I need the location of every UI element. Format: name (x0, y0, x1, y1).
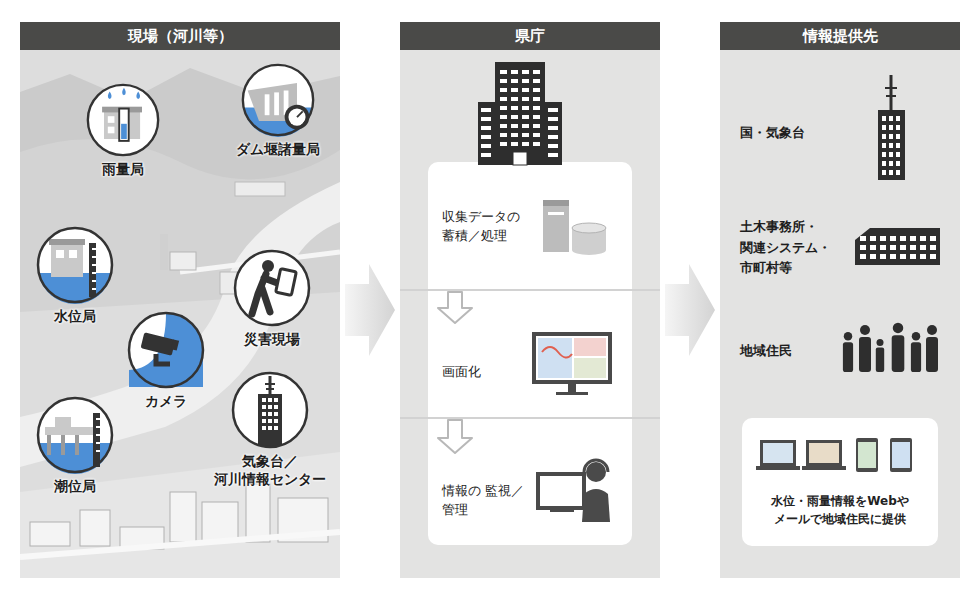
station-icon (240, 62, 316, 138)
process-step: 画面化 (428, 325, 632, 418)
info-box: 水位・雨量情報をWebや メールで地域住民に提供 (742, 418, 938, 546)
station-label: 気象台／ 河川情報センター (205, 452, 335, 488)
station-icon (232, 248, 312, 328)
node-label: 収集データの 蓄積／処理 (442, 207, 542, 246)
recipient-label: 国・気象台 (740, 116, 855, 150)
flow-arrow (665, 264, 715, 356)
recipient-label: 土木事務所・ 関連システム・ 市町村等 (740, 212, 852, 284)
station-icon (126, 310, 206, 390)
station-icon (230, 370, 310, 450)
station-label: 潮位局 (54, 477, 96, 495)
site-panel: 現場（河川等） 雨量局 ダム堰諸量局水位局災害現場カメラ潮位局 気象台／ 河川情報セン… (20, 22, 340, 578)
node-label: 国・気象台 (740, 123, 805, 144)
station-node: 災害現場 (207, 248, 337, 348)
station-label: 雨量局 (102, 160, 144, 178)
device-icons (742, 418, 938, 488)
process-step: 収集データの 蓄積／処理 (428, 162, 632, 290)
node-label: 地域住民 (740, 341, 792, 362)
station-label: カメラ (145, 392, 187, 410)
node-label: 情報の 監視／管理 (442, 481, 542, 520)
station-label: 水位局 (54, 307, 96, 325)
station-node: 雨量局 (58, 82, 188, 178)
node-label: 土木事務所・ 関連システム・ 市町村等 (740, 217, 852, 279)
station-icon (85, 82, 161, 158)
process-step: 情報の 監視／管理 (428, 455, 632, 545)
flow-arrow (345, 264, 395, 356)
station-node: ダム堰諸量局 (213, 62, 343, 158)
panel-illustration (400, 22, 660, 578)
panel-header: 情報提供先 (720, 22, 960, 50)
station-node: 水位局 (10, 225, 140, 325)
node-label: 画面化 (442, 362, 542, 381)
node-label: 水位・雨量情報をWebや メールで地域住民に提供 (750, 492, 930, 528)
station-icon (35, 395, 115, 475)
station-icon (35, 225, 115, 305)
prefecture-panel: 県庁収集データの 蓄積／処理画面化情報の 監視／管理 (400, 22, 660, 578)
station-label: ダム堰諸量局 (236, 140, 320, 158)
recipient-label: 地域住民 (740, 334, 840, 368)
panel-header: 県庁 (400, 22, 660, 50)
station-node: 潮位局 (10, 395, 140, 495)
station-node: 気象台／ 河川情報センター (205, 370, 335, 488)
recipient-panel: 情報提供先国・気象台土木事務所・ 関連システム・ 市町村等地域住民水位・雨量情報… (720, 22, 960, 578)
station-label: 災害現場 (244, 330, 300, 348)
panel-header: 現場（河川等） (20, 22, 340, 50)
station-node: カメラ (101, 310, 231, 410)
